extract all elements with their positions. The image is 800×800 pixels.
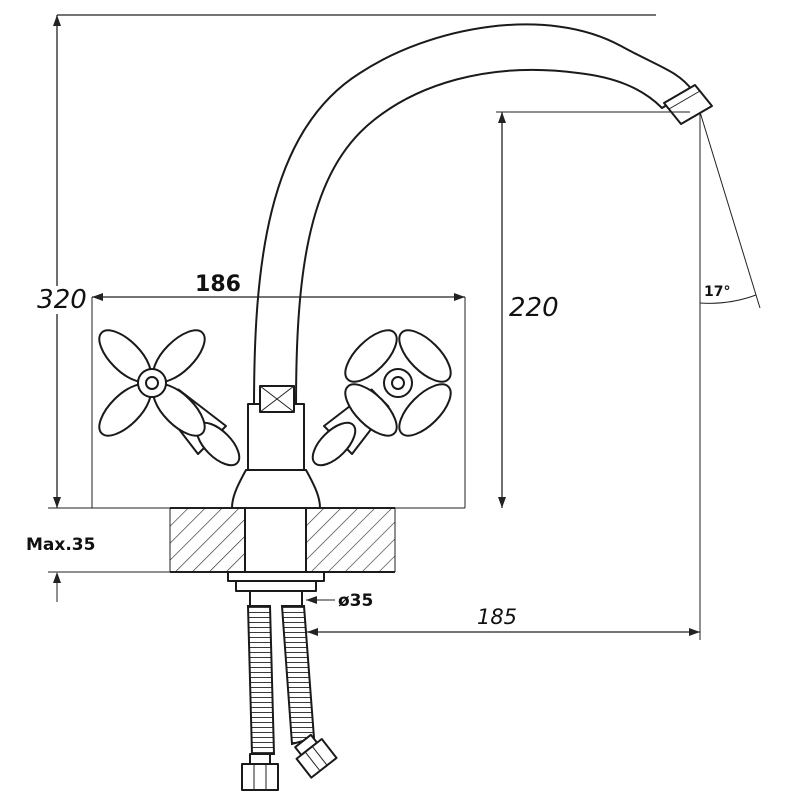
right-hose-connector: [294, 733, 338, 779]
dim-17deg-label: 17°: [704, 284, 730, 300]
faucet-body-group: [91, 23, 713, 509]
left-hose: [246, 605, 276, 755]
dim-spout-height: 220: [496, 111, 690, 508]
dim-max35-label: Max.35: [26, 535, 95, 555]
dim-total-height: 320: [36, 14, 656, 509]
dimension-annotations: 320 186 220 17°: [26, 14, 761, 640]
dim-spout-angle: 17°: [699, 111, 761, 640]
faucet-column: [247, 403, 305, 471]
set-screw-detail: [259, 385, 295, 413]
dim-handle-span: 186: [91, 272, 466, 509]
dim-185-label: 185: [477, 605, 517, 629]
left-hose-connector: [241, 753, 279, 791]
faucet-base: [231, 469, 321, 509]
dim-spout-reach: 185: [307, 605, 700, 636]
left-cross-handle[interactable]: [91, 322, 213, 444]
aerator-nozzle: [663, 84, 713, 125]
dim-dia35-label: ø35: [338, 591, 373, 611]
right-handle-cap: [311, 421, 357, 467]
dim-220-label: 220: [509, 293, 559, 323]
dim-186-label: 186: [195, 272, 241, 297]
dim-hole-diameter: ø35: [306, 591, 373, 611]
supply-hoses: [241, 605, 338, 791]
dim-320-label: 320: [37, 285, 87, 315]
dim-counter-thickness: Max.35: [26, 535, 228, 602]
right-cross-handle[interactable]: [337, 322, 459, 444]
mounting-nut: [227, 571, 325, 606]
